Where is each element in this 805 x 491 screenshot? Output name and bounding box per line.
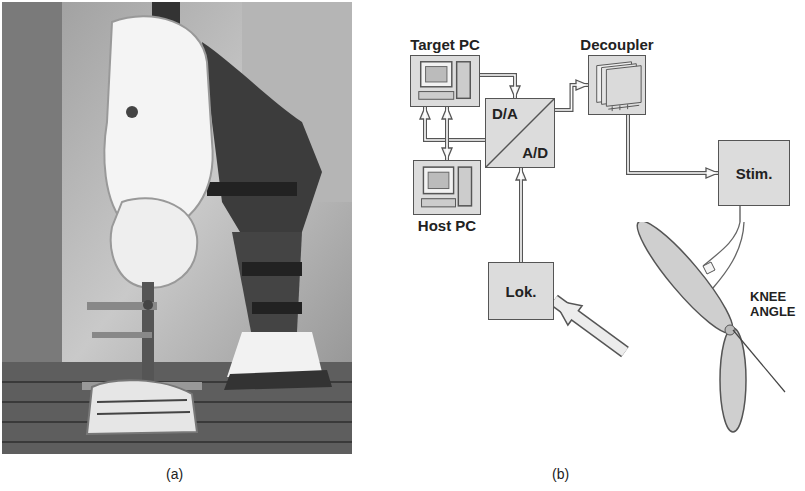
drawing-part: [608, 105, 639, 109]
drawing-part: [97, 412, 190, 414]
drawing-part: [713, 222, 744, 288]
drawing-part: [519, 168, 523, 262]
drawing-part: [2, 441, 352, 443]
drawing-part: [589, 56, 645, 114]
drawing-part: [207, 182, 297, 196]
decoupler-box: Decoupler: [588, 55, 646, 115]
drawing-part: [227, 332, 322, 377]
drawing-part: [625, 222, 800, 434]
drawing-part: [143, 300, 153, 310]
drawing-part: [97, 400, 187, 402]
drawing-part: [612, 106, 613, 111]
computer-label: Target PC: [381, 36, 509, 53]
converter-label: D/A: [492, 105, 518, 122]
drawing-part: [733, 330, 785, 392]
computer-label: Host PC: [384, 217, 510, 234]
drawing-part: [720, 328, 746, 432]
lokomat-box: Lok.: [488, 262, 554, 320]
drawing-part: [458, 167, 471, 206]
drawing-part: [428, 172, 449, 188]
connector: [555, 85, 588, 110]
drawing-part: [87, 380, 197, 434]
drawing-part: [421, 62, 452, 87]
connector: [554, 300, 625, 352]
drawing-part: [419, 92, 454, 100]
device-label: Lok.: [506, 283, 537, 300]
drawing-part: [97, 400, 190, 414]
stimulator-box: Stim.: [718, 140, 790, 206]
drawing-part: [627, 222, 743, 342]
drawing-part: [202, 42, 322, 252]
drawing-part: [457, 62, 471, 99]
drawing-part: [486, 99, 554, 167]
drawing-part: [554, 300, 625, 352]
connector: [447, 107, 448, 160]
drawing-part: [619, 105, 620, 110]
drawing-part: [606, 66, 641, 107]
computer-box: Target PC: [410, 55, 480, 107]
device-label: Stim.: [736, 165, 773, 182]
drawing-part: [555, 85, 588, 110]
computer-box: Host PC: [413, 160, 481, 215]
panel-label: (a): [166, 466, 183, 482]
drawing-part: [414, 161, 480, 214]
drawing-part: [111, 198, 197, 287]
drawing-part: [242, 262, 302, 276]
drawing-part: [126, 106, 138, 118]
drawing-part: [423, 167, 453, 194]
drawing-part: [2, 2, 352, 454]
connector: [628, 115, 718, 173]
drawing-part: [445, 107, 449, 160]
connector: [740, 206, 741, 222]
drawing-part: [739, 206, 740, 222]
drawing-part: [224, 370, 332, 390]
drawing-part: [446, 107, 448, 160]
drawing-part: [92, 332, 152, 338]
panel-label: (b): [552, 466, 569, 482]
angle-label: KNEE ANGLE: [750, 290, 802, 320]
drawing-part: [252, 302, 302, 314]
drawing-part: [425, 107, 485, 140]
drawing-part: [554, 300, 625, 352]
drawing-part: [703, 222, 740, 266]
connector: [425, 107, 485, 140]
converter-box: D/A A/D: [485, 98, 555, 168]
connector: [480, 75, 515, 98]
connector: [521, 168, 522, 262]
device-label: Decoupler: [559, 36, 675, 53]
drawing-part: [480, 75, 515, 98]
drawing-part: [422, 199, 456, 207]
photo-illustration: [2, 2, 352, 454]
drawing-part: [411, 56, 479, 106]
drawing-part: [520, 168, 522, 262]
leg-figure: KNEE ANGLE: [625, 222, 800, 434]
drawing-part: [703, 262, 715, 274]
drawing-part: [628, 115, 718, 173]
drawing-part: [425, 107, 485, 140]
drawing-part: [627, 104, 628, 109]
drawing-part: [426, 67, 447, 82]
converter-label: A/D: [522, 144, 548, 161]
drawing-part: [480, 75, 515, 98]
drawing-part: [608, 104, 639, 111]
drawing-part: [628, 115, 718, 173]
drawing-part: [2, 362, 352, 454]
drawing-part: [232, 232, 302, 337]
drawing-part: [555, 85, 588, 110]
